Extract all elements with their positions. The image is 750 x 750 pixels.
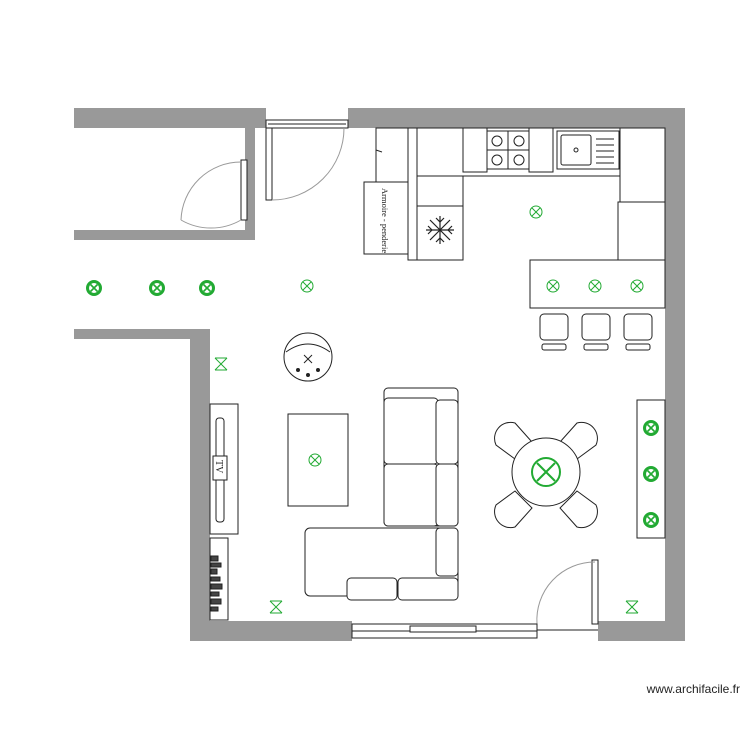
light-fixture-icon — [85, 279, 103, 297]
light-fixture-icon — [642, 511, 660, 529]
wall-left — [190, 329, 210, 641]
wall-top-left — [74, 108, 266, 128]
cooktop-icon — [487, 131, 529, 169]
window-bottom — [351, 623, 538, 639]
wall-closet-right — [245, 108, 255, 240]
bar-stools — [539, 313, 653, 351]
light-fixture-icon — [531, 457, 561, 487]
snowflake-icon — [426, 216, 454, 244]
watermark: www.archifacile.fr — [646, 682, 740, 696]
wall-light-icon — [625, 600, 639, 614]
bookshelf — [209, 537, 229, 621]
dining-chair — [559, 490, 598, 529]
door-swing-icon — [180, 219, 242, 229]
wall-bottom-left — [190, 621, 352, 641]
kitchen-unit-a — [462, 127, 488, 173]
wall-middle-horizontal — [74, 329, 210, 339]
light-fixture-icon — [198, 279, 216, 297]
dining-chair — [494, 490, 533, 529]
sink-icon — [560, 134, 614, 166]
wall-closet-bottom — [74, 230, 255, 240]
light-fixture-icon — [642, 419, 660, 437]
tv-label: TV — [213, 460, 224, 474]
light-fixture-icon — [529, 205, 543, 219]
door-closet[interactable] — [180, 159, 248, 229]
wall-light-icon — [214, 357, 228, 371]
dining-set — [494, 421, 598, 529]
kitchen-tall-unit — [617, 201, 666, 261]
sofa — [304, 387, 459, 601]
tv-unit: TV — [209, 403, 239, 535]
armchair — [283, 332, 333, 382]
wall-light-icon — [269, 600, 283, 614]
bar-stool — [623, 313, 653, 351]
wall-bottom-right — [598, 621, 685, 641]
cabinet-label: Armoire - penderie — [380, 188, 390, 253]
light-fixture-icon — [642, 465, 660, 483]
kitchen-unit-b — [528, 127, 554, 173]
bar-stool — [539, 313, 569, 351]
door-swing-icon — [536, 561, 596, 625]
wall-top-right — [348, 108, 685, 128]
wardrobe: Armoire - penderie — [363, 127, 409, 255]
light-fixture-icon — [300, 279, 314, 293]
kitchen — [407, 127, 666, 261]
wall-right — [665, 108, 685, 641]
kitchen-wall-box — [407, 127, 418, 261]
door-top[interactable] — [265, 119, 349, 201]
bar-stool — [581, 313, 611, 351]
lights — [85, 205, 660, 614]
walls — [74, 108, 685, 641]
coffee-table — [287, 413, 349, 507]
door-swing-icon — [271, 127, 345, 201]
light-fixture-icon — [148, 279, 166, 297]
door-bottom[interactable] — [536, 559, 599, 632]
